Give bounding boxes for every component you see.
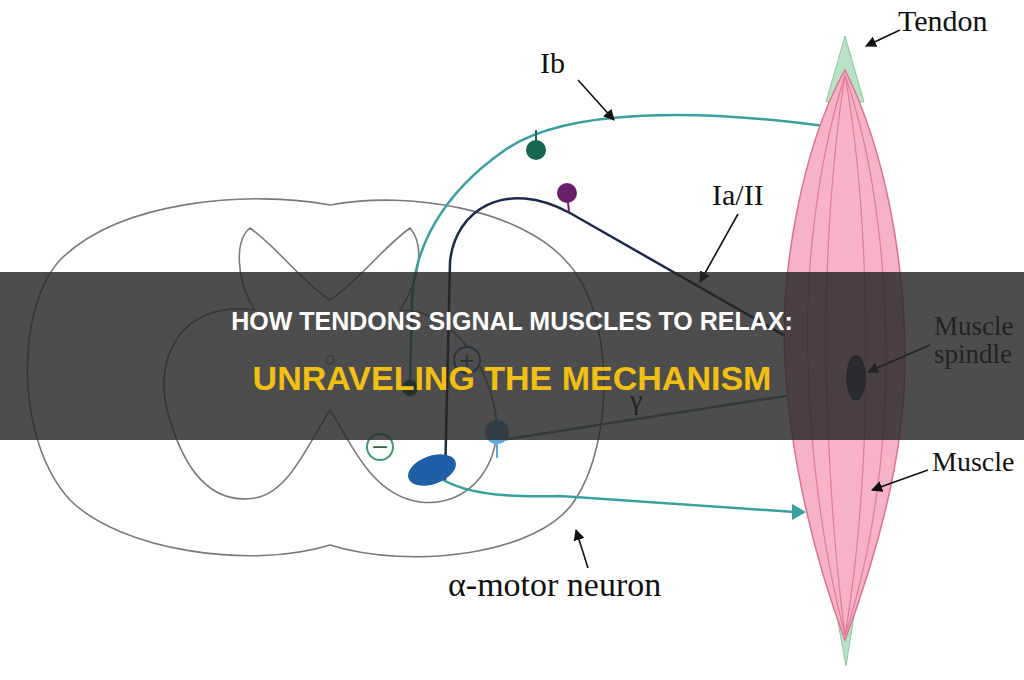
ib-leader	[578, 80, 614, 120]
fiber-label: Ia/II	[712, 180, 764, 210]
part-label: Tendon	[898, 6, 988, 36]
fiber-label: Ib	[540, 48, 565, 78]
alpha-motor-neuron-body	[404, 448, 461, 491]
tendon-leader	[866, 30, 900, 46]
title-band	[0, 272, 1024, 440]
page-title: HOW TENDONS SIGNAL MUSCLES TO RELAX:	[0, 308, 1024, 336]
page-subtitle: UNRAVELING THE MECHANISM	[0, 360, 1024, 397]
muscle-leader	[872, 470, 928, 490]
ia-cell-body	[557, 183, 577, 203]
alpha-leader	[576, 530, 588, 568]
gamma-stalk	[496, 444, 498, 458]
alpha-fiber	[440, 478, 795, 512]
ib-cell-body	[526, 140, 546, 160]
neuron-label: α-motor neuron	[448, 568, 661, 602]
motor-end-plate	[792, 504, 806, 520]
part-label: Muscle	[932, 448, 1014, 476]
